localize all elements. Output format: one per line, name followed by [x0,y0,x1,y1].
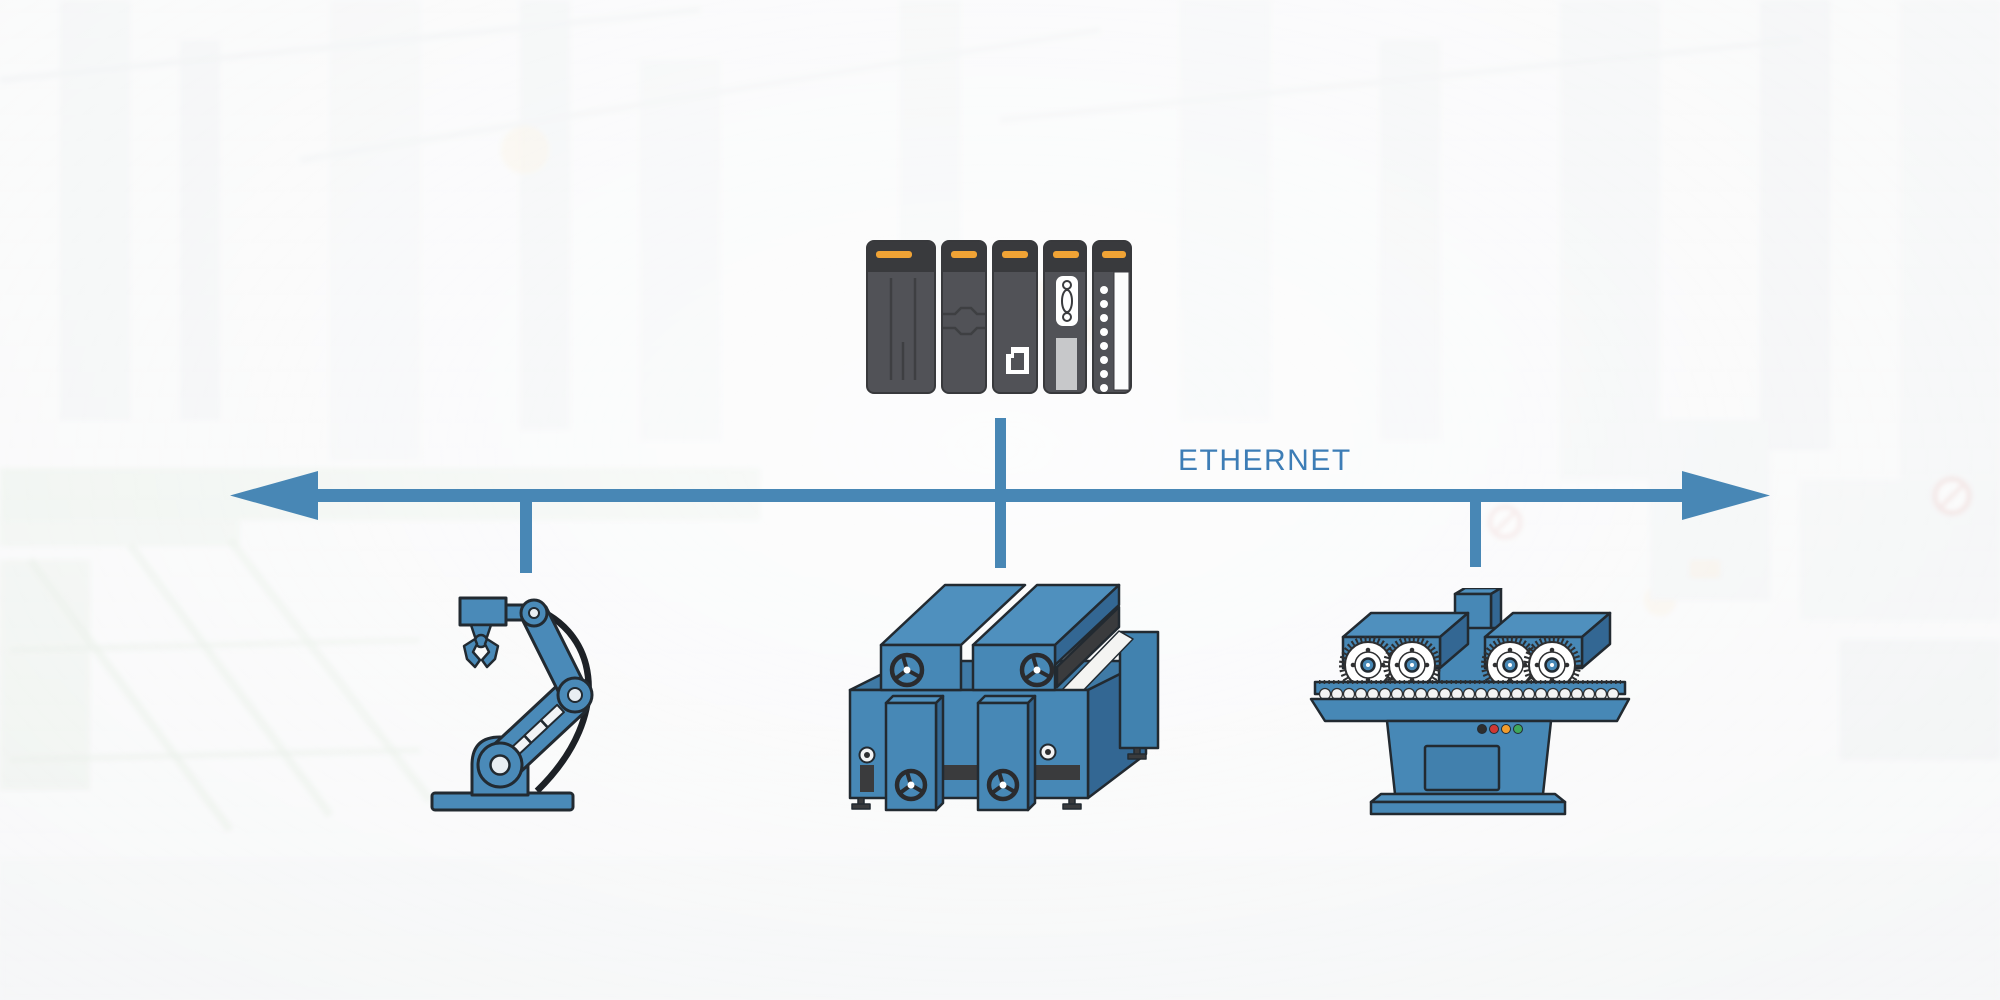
drop-line-brusher [1470,500,1481,567]
bus-arrow-left-icon [230,471,318,520]
plc-power-module [866,240,936,394]
press-dark-rail [1055,605,1121,689]
handwheel-icon [889,652,925,688]
press-machine-icon [848,583,1160,812]
plc-orange-stripe [951,251,977,258]
robot-arm-icon [430,596,594,812]
indicator-light [1513,724,1523,734]
cable-module-detail-icon [943,306,985,336]
indicator-light [1489,724,1499,734]
press-latch-center [1039,743,1057,761]
plc-rack-icon [866,240,1132,398]
db9-port-icon [1056,276,1078,390]
brush-wheel-icon [1523,636,1581,694]
drop-line-plc-press [995,418,1006,568]
handwheel-icon [986,768,1020,802]
plc-ethernet-module [992,240,1038,394]
plc-led-module [1092,240,1132,394]
led-column-icon [1100,271,1130,392]
plc-module-header [943,242,985,272]
robot-gripper-icon [462,623,500,669]
plc-orange-stripe [1002,251,1028,258]
table-slab [1309,697,1631,723]
indicator-light [1501,724,1511,734]
brushing-machine-icon [1309,588,1631,816]
press-cabinet-right [976,701,1030,812]
press-rear-support [1118,630,1160,750]
plc-module-header [1045,242,1085,272]
plc-module-header [1094,242,1130,272]
plc-orange-stripe [876,251,912,258]
press-latch-left [858,746,876,764]
robot-end-block [458,596,508,627]
brusher-base [1369,800,1567,816]
plc-module-header [994,242,1036,272]
handwheel-icon [894,768,928,802]
plc-orange-stripe [1053,251,1079,258]
plc-orange-stripe [1102,251,1126,258]
plc-serial-module [1043,240,1087,394]
press-feet [851,747,1147,810]
press-cabinet-left [884,701,938,812]
indicator-lights [1477,724,1523,734]
drop-line-robot [520,500,532,573]
bus-arrow-right-icon [1682,471,1770,520]
brusher-panel [1423,744,1501,792]
handwheel-icon [1019,652,1055,688]
table-scallops [1318,687,1620,701]
plc-module-header [868,242,934,272]
rj45-port-icon [1006,347,1029,374]
indicator-light [1477,724,1487,734]
brusher-table [1309,680,1631,723]
power-module-detail-icon [889,278,917,380]
ethernet-label: ETHERNET [1178,444,1352,477]
plc-cable-module [941,240,987,394]
